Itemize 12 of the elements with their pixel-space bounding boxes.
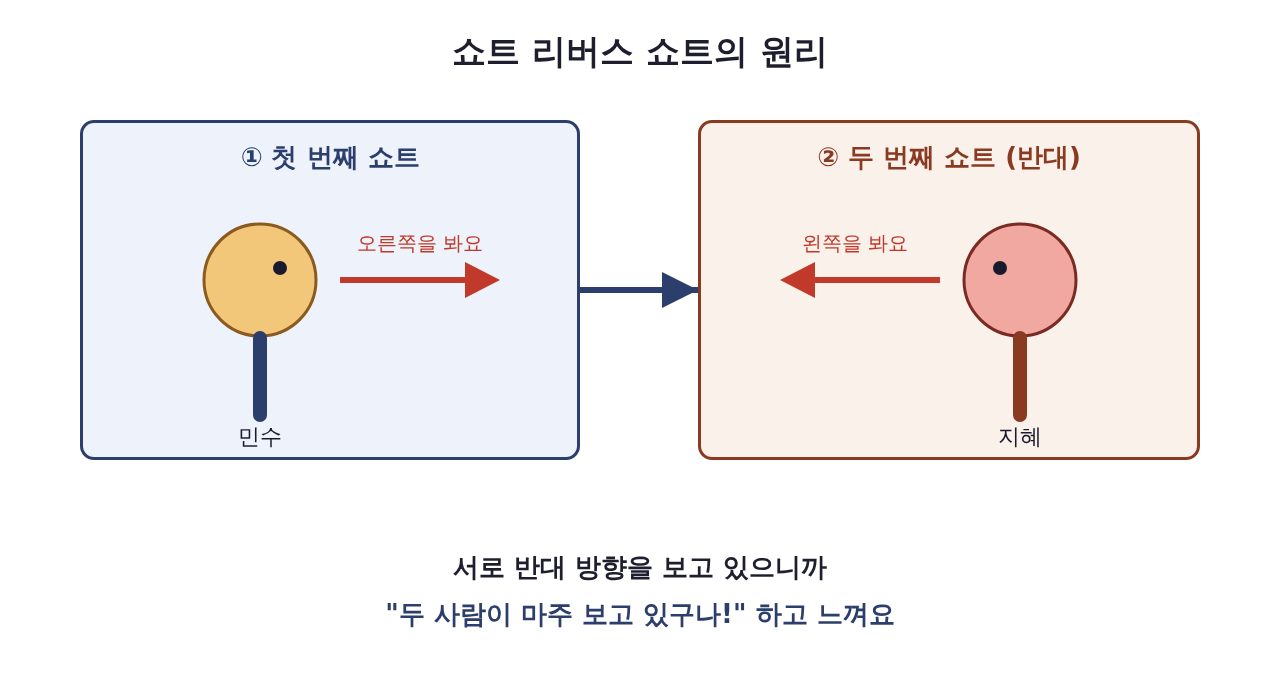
panel-heading: ② 두 번째 쇼트 (반대): [817, 142, 1081, 174]
direction-label: 오른쪽을 봐요: [356, 231, 484, 255]
direction-label: 왼쪽을 봐요: [801, 231, 909, 255]
explanation-text: "두 사람이 마주 보고 있구나!" 하고 느껴요: [385, 599, 895, 631]
person-name: 민수: [238, 424, 282, 450]
shot-panel: [80, 120, 580, 460]
shot-panel: [698, 120, 1200, 460]
panel-heading: ① 첫 번째 쇼트: [240, 142, 420, 174]
diagram-title: 쇼트 리버스 쇼트의 원리: [452, 31, 828, 72]
explanation-text: 서로 반대 방향을 보고 있으니까: [452, 552, 828, 584]
person-name: 지혜: [998, 424, 1042, 450]
arrow: [580, 272, 698, 308]
